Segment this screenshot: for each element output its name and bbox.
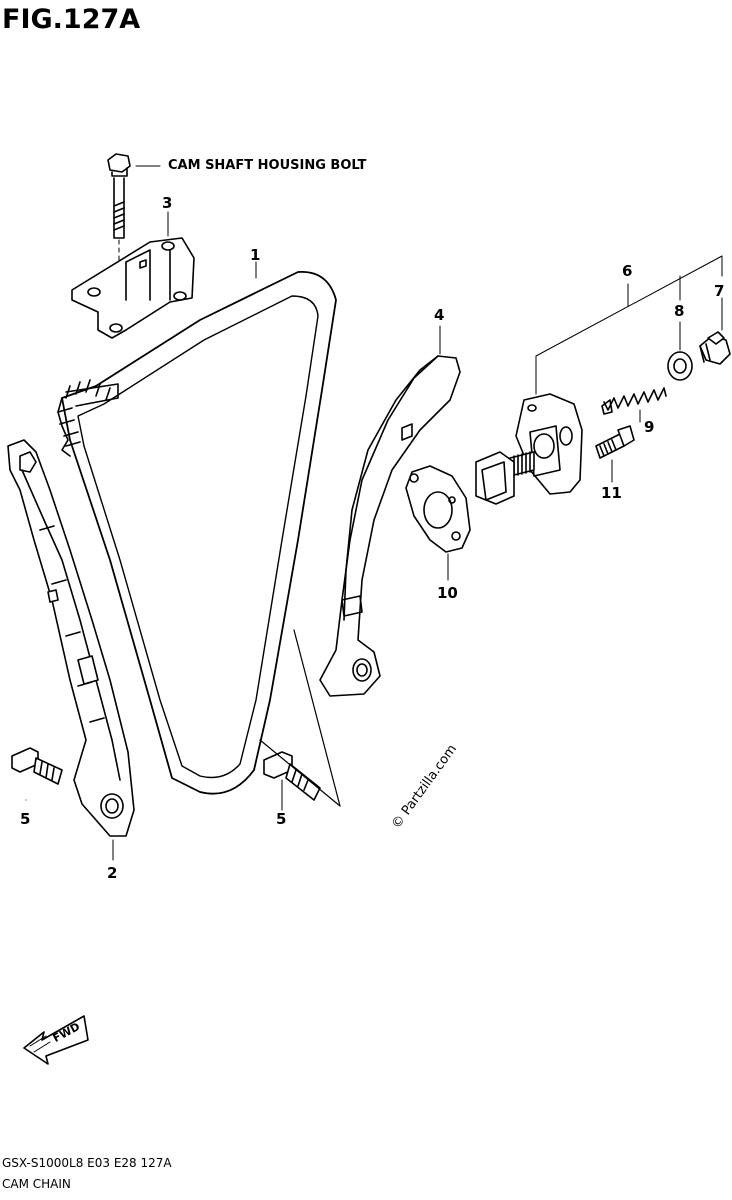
callout-part-4: 4 (434, 306, 445, 324)
figure-title: FIG.127A (2, 4, 141, 35)
callout-part-10: 10 (437, 584, 458, 602)
callout-part-5-left: 5 (20, 810, 31, 828)
tensioner-bolt (595, 425, 635, 483)
callout-part-5-right: 5 (276, 810, 287, 828)
cam-chain (57, 261, 337, 795)
callout-part-2: 2 (107, 864, 118, 882)
callout-part-9: 9 (644, 418, 655, 436)
front-chain-guide (7, 439, 135, 861)
tensioner-plug-bolt (699, 297, 731, 365)
model-code: GSX-S1000L8 E03 E28 127A (2, 1156, 172, 1170)
callout-part-1: 1 (250, 246, 261, 264)
fwd-arrow-icon (23, 1015, 89, 1065)
callout-part-8: 8 (674, 302, 685, 320)
guide-bolt-left (11, 747, 63, 801)
callout-part-11: 11 (601, 484, 622, 502)
callout-part-7: 7 (714, 282, 725, 300)
upper-chain-guide (71, 211, 195, 339)
tensioner-arm (319, 325, 461, 697)
callout-part-3: 3 (162, 194, 173, 212)
section-name: CAM CHAIN (2, 1177, 71, 1191)
tensioner-gasket (405, 465, 471, 581)
callout-part-6: 6 (622, 262, 633, 280)
tensioner-spring (601, 387, 667, 423)
sealing-washer (667, 321, 693, 381)
guide-bolt-right (263, 751, 321, 811)
cam-shaft-housing-bolt-label: CAM SHAFT HOUSING BOLT (168, 158, 367, 173)
cam-chain-tensioner (475, 255, 723, 505)
